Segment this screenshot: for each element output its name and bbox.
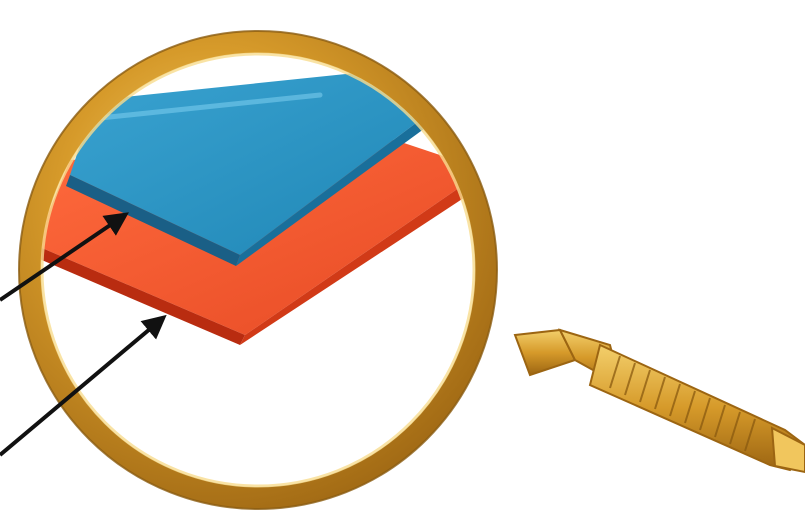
magnifier-handle xyxy=(515,330,805,472)
